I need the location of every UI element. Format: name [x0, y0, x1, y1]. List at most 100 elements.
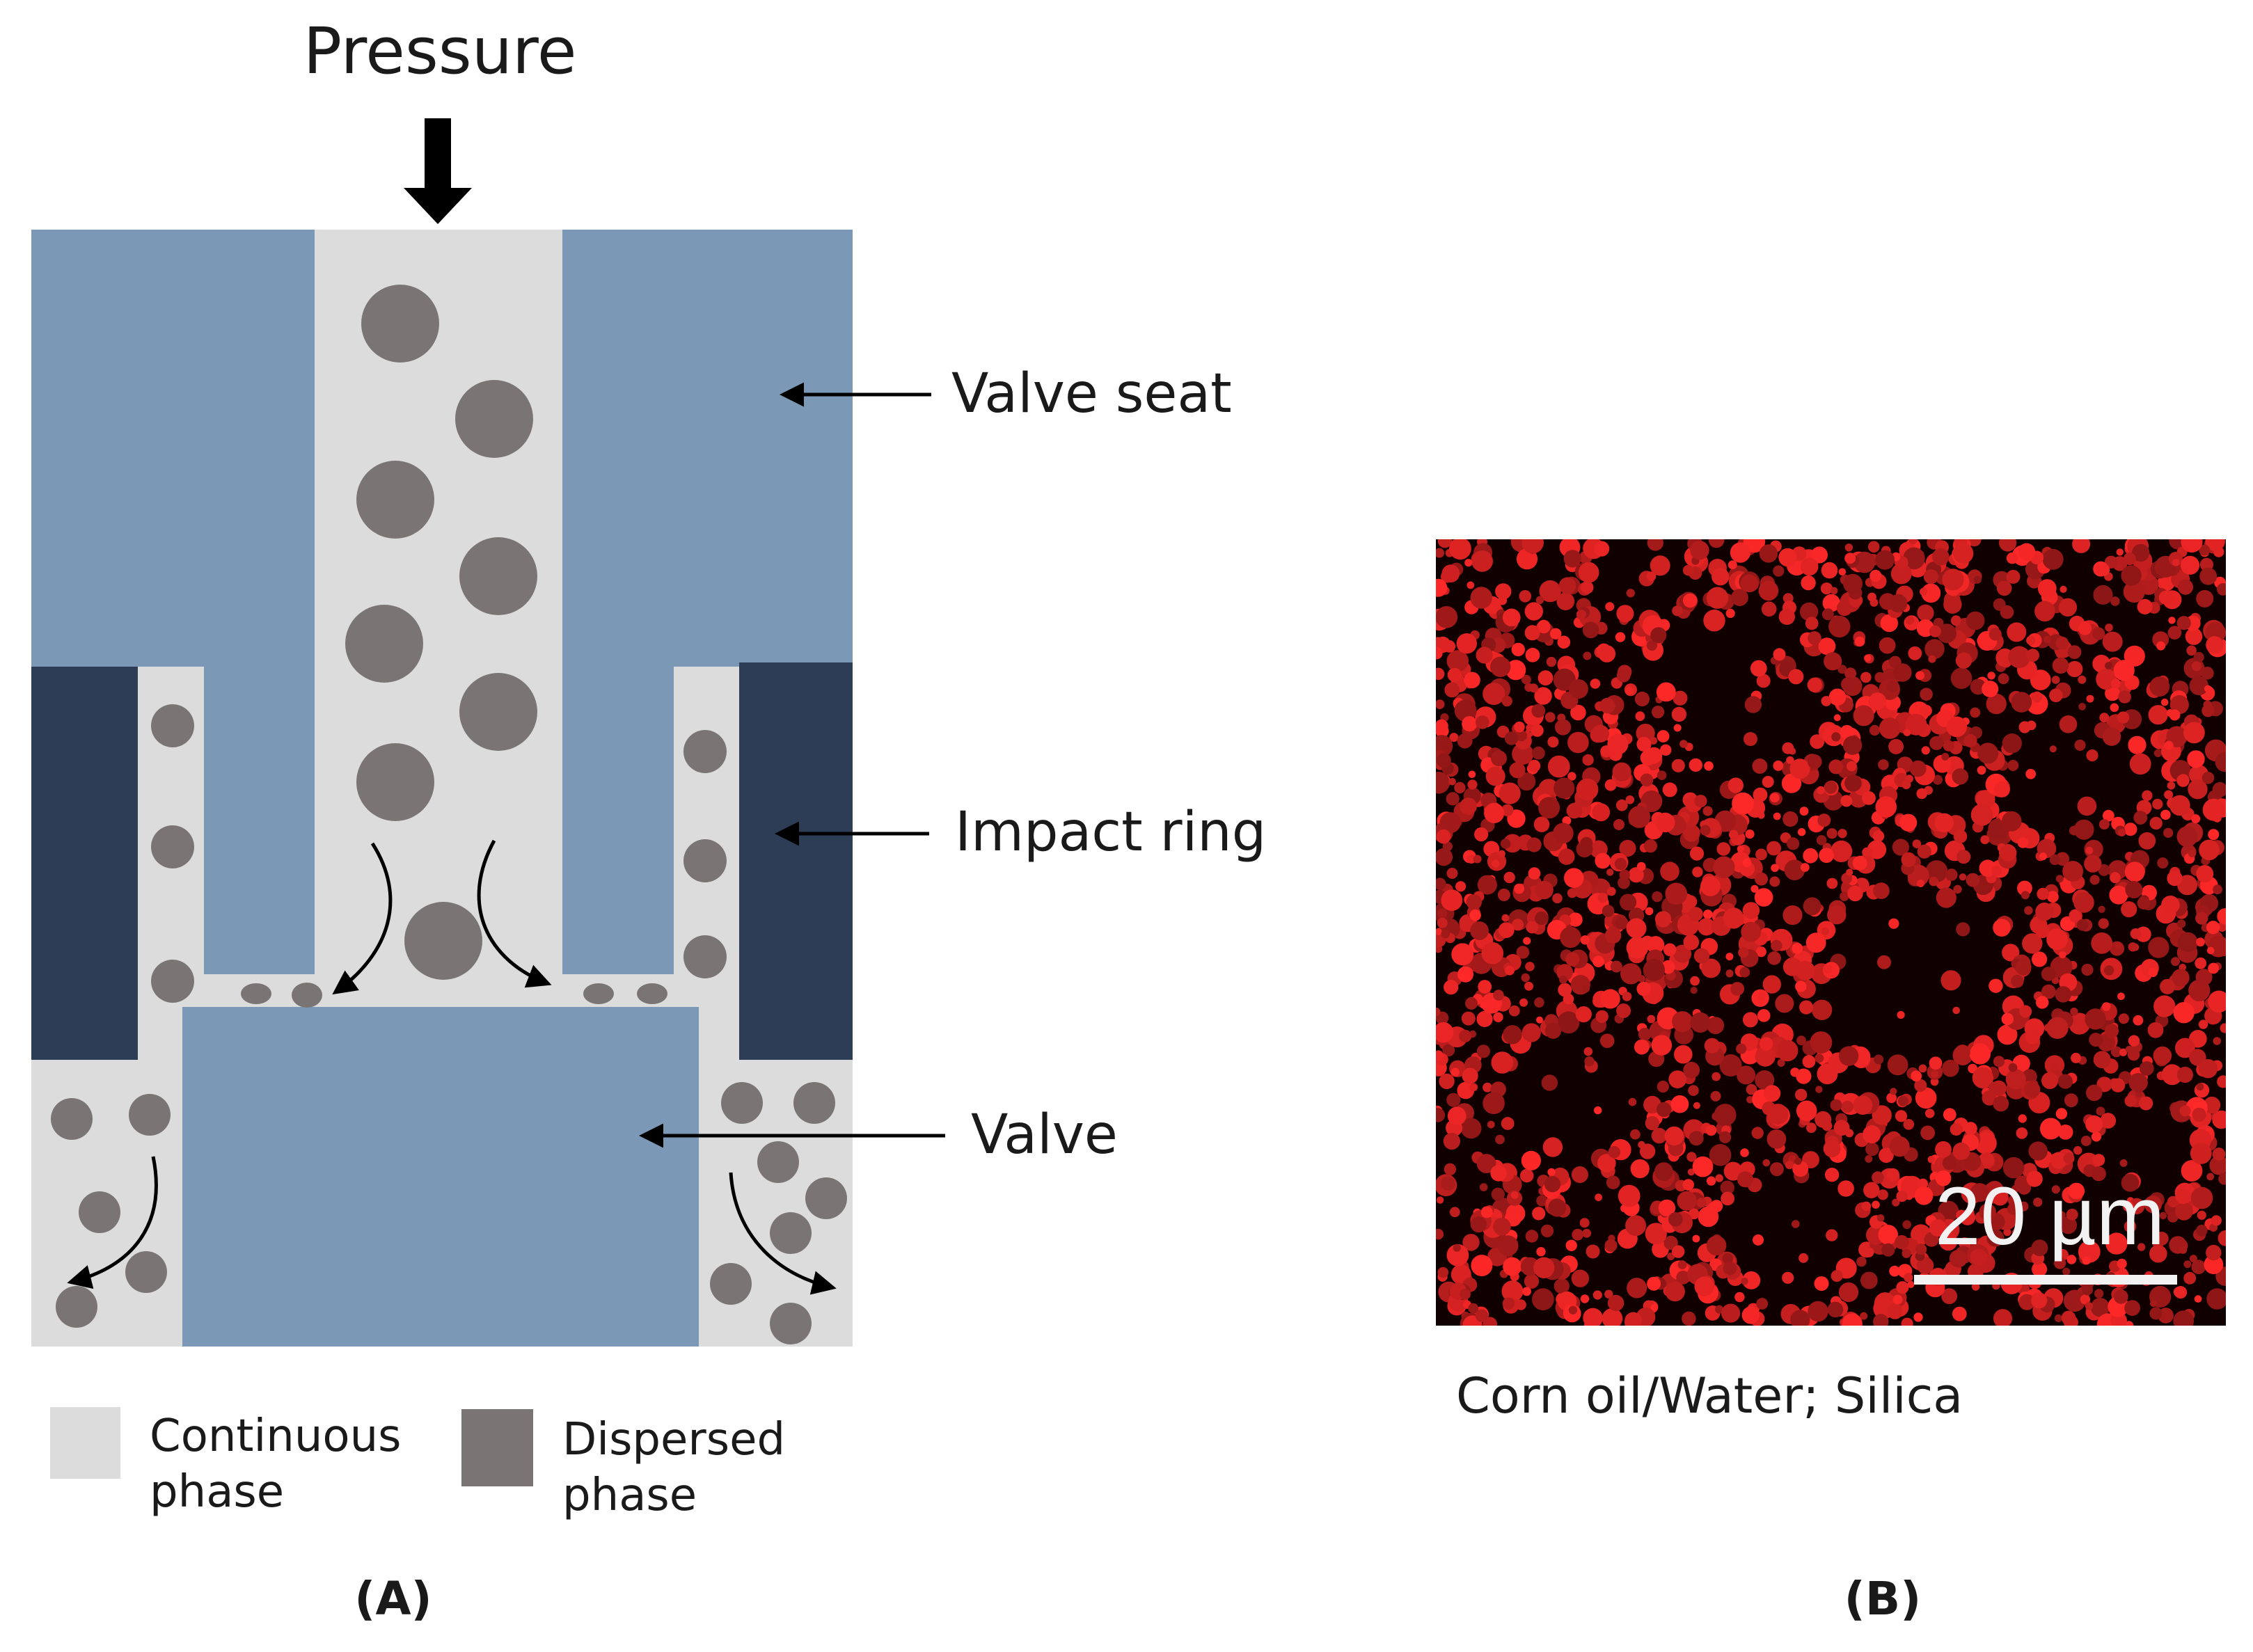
- fluorescent-particle: [1956, 922, 1970, 937]
- fluorescent-particle: [1766, 1129, 1787, 1149]
- panel-b-micrograph: 20 µm Corn oil/Water; Silica (B): [1436, 539, 2226, 1626]
- fluorescent-particle: [1710, 1200, 1723, 1213]
- fluorescent-particle: [1679, 740, 1688, 748]
- fluorescent-particle: [1781, 773, 1802, 793]
- fluorescent-particle: [1558, 983, 1572, 997]
- fluorescent-particle: [2073, 892, 2094, 913]
- fluorescent-particle: [1914, 1186, 1934, 1205]
- fluorescent-particle: [1873, 882, 1890, 899]
- fluorescent-particle: [1483, 683, 1505, 706]
- fluorescent-particle: [2121, 565, 2142, 586]
- fluorescent-particle: [1803, 848, 1819, 864]
- fluorescent-particle: [1907, 1280, 1915, 1288]
- fluorescent-particle: [1991, 866, 2002, 876]
- fluorescent-particle: [1692, 1156, 1714, 1177]
- legend-continuous-swatch: [50, 1407, 120, 1479]
- fluorescent-particle: [1501, 695, 1512, 707]
- fluorescent-particle: [1607, 1294, 1624, 1312]
- fluorescent-particle: [1583, 651, 1592, 660]
- fluorescent-particle: [1531, 704, 1546, 718]
- fluorescent-particle: [1487, 998, 1501, 1012]
- fluorescent-particle: [1796, 1100, 1817, 1122]
- fluorescent-particle: [1597, 892, 1608, 903]
- fluorescent-particle: [1796, 1035, 1806, 1046]
- fluorescent-particle: [1824, 1168, 1840, 1182]
- fluorescent-particle: [2074, 739, 2086, 751]
- fluorescent-particle: [2037, 579, 2057, 598]
- fluorescent-particle: [2130, 928, 2142, 939]
- fluorescent-particle: [2091, 932, 2113, 954]
- fluorescent-particle: [2057, 1211, 2066, 1219]
- fluorescent-particle: [1454, 699, 1477, 722]
- fluorescent-particle: [2066, 1255, 2077, 1264]
- fluorescent-particle: [1643, 839, 1657, 853]
- fluorescent-particle: [1755, 848, 1767, 861]
- fluorescent-particle: [1547, 736, 1559, 748]
- fluorescent-particle: [1436, 829, 1451, 844]
- fluorescent-particle: [1853, 1095, 1873, 1115]
- fluorescent-particle: [1464, 672, 1480, 689]
- fluorescent-particle: [1583, 1047, 1593, 1056]
- scale-bar: [1914, 1275, 2177, 1285]
- fluorescent-particle: [1677, 1191, 1697, 1211]
- fluorescent-particle: [2139, 1096, 2153, 1111]
- fluorescent-particle: [2051, 1185, 2060, 1194]
- fluorescent-particle: [1843, 573, 1863, 594]
- fluorescent-particle: [1567, 888, 1577, 898]
- fluorescent-particle: [1876, 1214, 1885, 1222]
- fluorescent-particle: [1528, 683, 1538, 693]
- fluorescent-particle: [1878, 759, 1889, 770]
- fluorescent-particle: [1497, 1235, 1519, 1256]
- fluorescent-particle: [1658, 1199, 1676, 1217]
- fluorescent-particle: [1756, 1298, 1769, 1310]
- fluorescent-particle: [2063, 1289, 2086, 1312]
- fluorescent-particle: [1824, 652, 1842, 671]
- fluorescent-particle: [1732, 792, 1755, 815]
- fluorescent-particle: [1997, 1024, 2018, 1045]
- fluorescent-particle: [1786, 756, 1794, 765]
- fluorescent-particle: [2051, 676, 2060, 684]
- fluorescent-particle: [1723, 1161, 1743, 1181]
- fluorescent-particle: [2069, 825, 2079, 836]
- fluorescent-particle: [1441, 564, 1460, 583]
- fluorescent-particle: [2059, 951, 2066, 959]
- fluorescent-particle: [1436, 1196, 1444, 1204]
- fluorescent-particle: [2196, 1083, 2204, 1091]
- fluorescent-particle: [1602, 1308, 1623, 1326]
- fluorescent-particle: [1510, 1191, 1519, 1199]
- fluorescent-particle: [1439, 812, 1461, 834]
- fluorescent-particle: [1437, 1266, 1449, 1278]
- fluorescent-particle: [1928, 655, 1936, 663]
- dispersed-droplets-outlet: [51, 1082, 847, 1344]
- fluorescent-particle: [2160, 698, 2169, 706]
- fluorescent-particle: [1683, 934, 1700, 951]
- fluorescent-particle: [1604, 1289, 1613, 1298]
- fluorescent-particle: [1524, 602, 1543, 621]
- fluorescent-particle: [1730, 982, 1745, 996]
- fluorescent-particle: [2176, 616, 2191, 630]
- fluorescent-particle: [1872, 830, 1885, 842]
- fluorescent-particle: [2114, 1289, 2128, 1304]
- fluorescent-particle: [1831, 840, 1853, 862]
- fluorescent-particle: [1634, 691, 1650, 707]
- fluorescent-particle: [1844, 775, 1862, 792]
- fluorescent-particle: [1703, 610, 1725, 632]
- fluorescent-particle: [2003, 1228, 2011, 1237]
- fluorescent-particle: [1755, 946, 1766, 958]
- fluorescent-particle: [1952, 1306, 1967, 1321]
- fluorescent-particle: [1646, 640, 1657, 651]
- fluorescent-particle: [1646, 936, 1665, 954]
- fluorescent-particle: [1553, 823, 1574, 844]
- fluorescent-particle: [1899, 813, 1918, 832]
- fluorescent-particle: [2005, 1069, 2026, 1090]
- fluorescent-particle: [1814, 1276, 1829, 1291]
- fluorescent-particle: [1759, 544, 1778, 563]
- fluorescent-particle: [1673, 944, 1692, 963]
- fluorescent-particle: [2050, 1062, 2058, 1071]
- fluorescent-particle: [2046, 928, 2069, 951]
- fluorescent-particle: [1828, 759, 1844, 775]
- fluorescent-particle: [1934, 813, 1954, 833]
- fluorescent-particle: [1827, 905, 1847, 925]
- fluorescent-particle: [1810, 546, 1828, 564]
